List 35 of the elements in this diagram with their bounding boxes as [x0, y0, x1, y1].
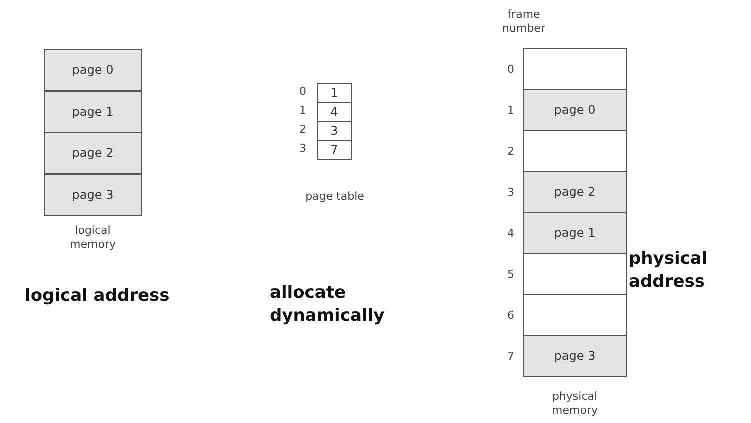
frame-number: 5	[506, 268, 516, 282]
caption: page table	[304, 190, 366, 204]
frame-number: 3	[506, 186, 516, 200]
empty-frame-box	[523, 48, 627, 90]
frame-number: 0	[506, 63, 516, 77]
frame-box: page 0	[523, 89, 627, 131]
page-number: 1	[298, 104, 308, 118]
caption: logical memory	[69, 224, 117, 252]
empty-frame-box	[523, 294, 627, 336]
frame-box: page 3	[523, 335, 627, 377]
page-box: page 2	[44, 132, 142, 174]
frame-number: 4	[506, 227, 516, 241]
frame-number: 7	[506, 350, 516, 364]
page-number: 2	[298, 123, 308, 137]
frame-number-heading: frame number	[502, 8, 546, 36]
page-number: 0	[298, 85, 308, 99]
frame-box: page 2	[523, 171, 627, 213]
annotation: physical address	[629, 248, 709, 294]
page-box: page 0	[44, 49, 142, 91]
page-table-cell: 1	[317, 83, 352, 103]
annotation: allocate dynamically	[270, 282, 386, 328]
annotation: logical address	[25, 285, 171, 308]
frame-number: 1	[506, 104, 516, 118]
page-table-cell: 3	[317, 121, 352, 141]
frame-number: 2	[506, 145, 516, 159]
page-number: 3	[298, 142, 308, 156]
frame-box: page 1	[523, 212, 627, 254]
page-table-cell: 7	[317, 140, 352, 160]
caption: physical memory	[551, 390, 599, 418]
empty-frame-box	[523, 130, 627, 172]
empty-frame-box	[523, 253, 627, 295]
page-box: page 1	[44, 90, 142, 132]
page-table-cell: 4	[317, 102, 352, 122]
frame-number: 6	[506, 309, 516, 323]
page-box: page 3	[44, 174, 142, 216]
